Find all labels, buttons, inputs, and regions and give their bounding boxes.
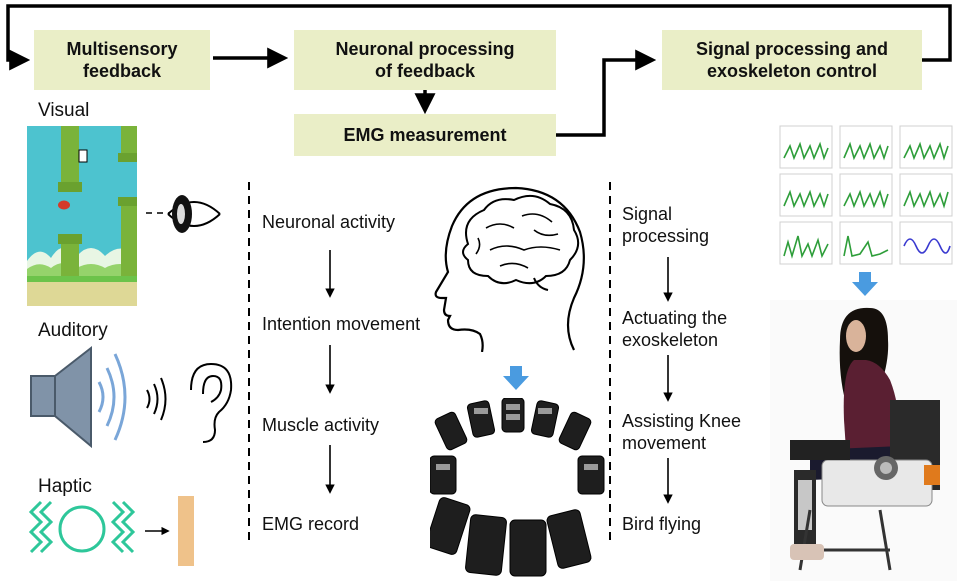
haptic-bar [178, 496, 194, 566]
emg-label: EMG measurement [343, 125, 507, 145]
neuronal-processing-box: Neuronal processing of feedback [294, 30, 556, 90]
signal-processing-box: Signal processing and exoskeleton contro… [662, 30, 922, 90]
auditory-label: Auditory [38, 320, 108, 341]
chain-bird-flying: Bird flying [622, 514, 702, 534]
emg-mini-charts [779, 125, 953, 265]
visual-label: Visual [38, 100, 90, 121]
chain-assisting-knee: Assisting Knee movement [622, 411, 742, 453]
vibration-lines-icon [28, 500, 136, 554]
brain-head-icon [434, 186, 585, 352]
feedback-loop-line [6, 4, 952, 71]
chain-neuronal-activity: Neuronal activity [262, 212, 396, 232]
chain-intention-movement: Intention movement [262, 314, 421, 334]
emg-measurement-box: EMG measurement [294, 114, 556, 156]
ear-icon [190, 362, 233, 443]
exoskeleton-user-photo [770, 300, 957, 581]
blue-down-arrow-icon [852, 272, 878, 296]
bird-icon [58, 200, 70, 210]
multisensory-feedback-box: Multisensory feedback [34, 30, 210, 90]
blue-down-arrow-icon [503, 366, 529, 390]
chain-signal-processing: Signal processing [622, 204, 710, 246]
emg-armband-image [430, 398, 605, 577]
emg-chart-grid [778, 124, 957, 269]
multisensory-label: Multisensory feedback [66, 39, 178, 81]
haptic-graphic [28, 496, 194, 566]
neuronal-label: Neuronal processing of feedback [335, 39, 515, 81]
chain-muscle-activity: Muscle activity [262, 415, 380, 435]
haptic-label: Haptic [38, 476, 92, 497]
small-waves-icon [146, 377, 167, 421]
chain-actuating-exoskeleton: Actuating the exoskeleton [622, 308, 728, 350]
sound-waves-icon [97, 353, 127, 441]
arrow-emg-to-signal [556, 49, 657, 137]
speaker-icon [30, 345, 92, 449]
flappy-bird-screenshot [27, 126, 137, 306]
eye-icon [167, 195, 221, 233]
chain-emg-record: EMG record [262, 514, 360, 534]
auditory-graphic [30, 345, 233, 449]
signal-label: Signal processing and exoskeleton contro… [695, 39, 889, 81]
